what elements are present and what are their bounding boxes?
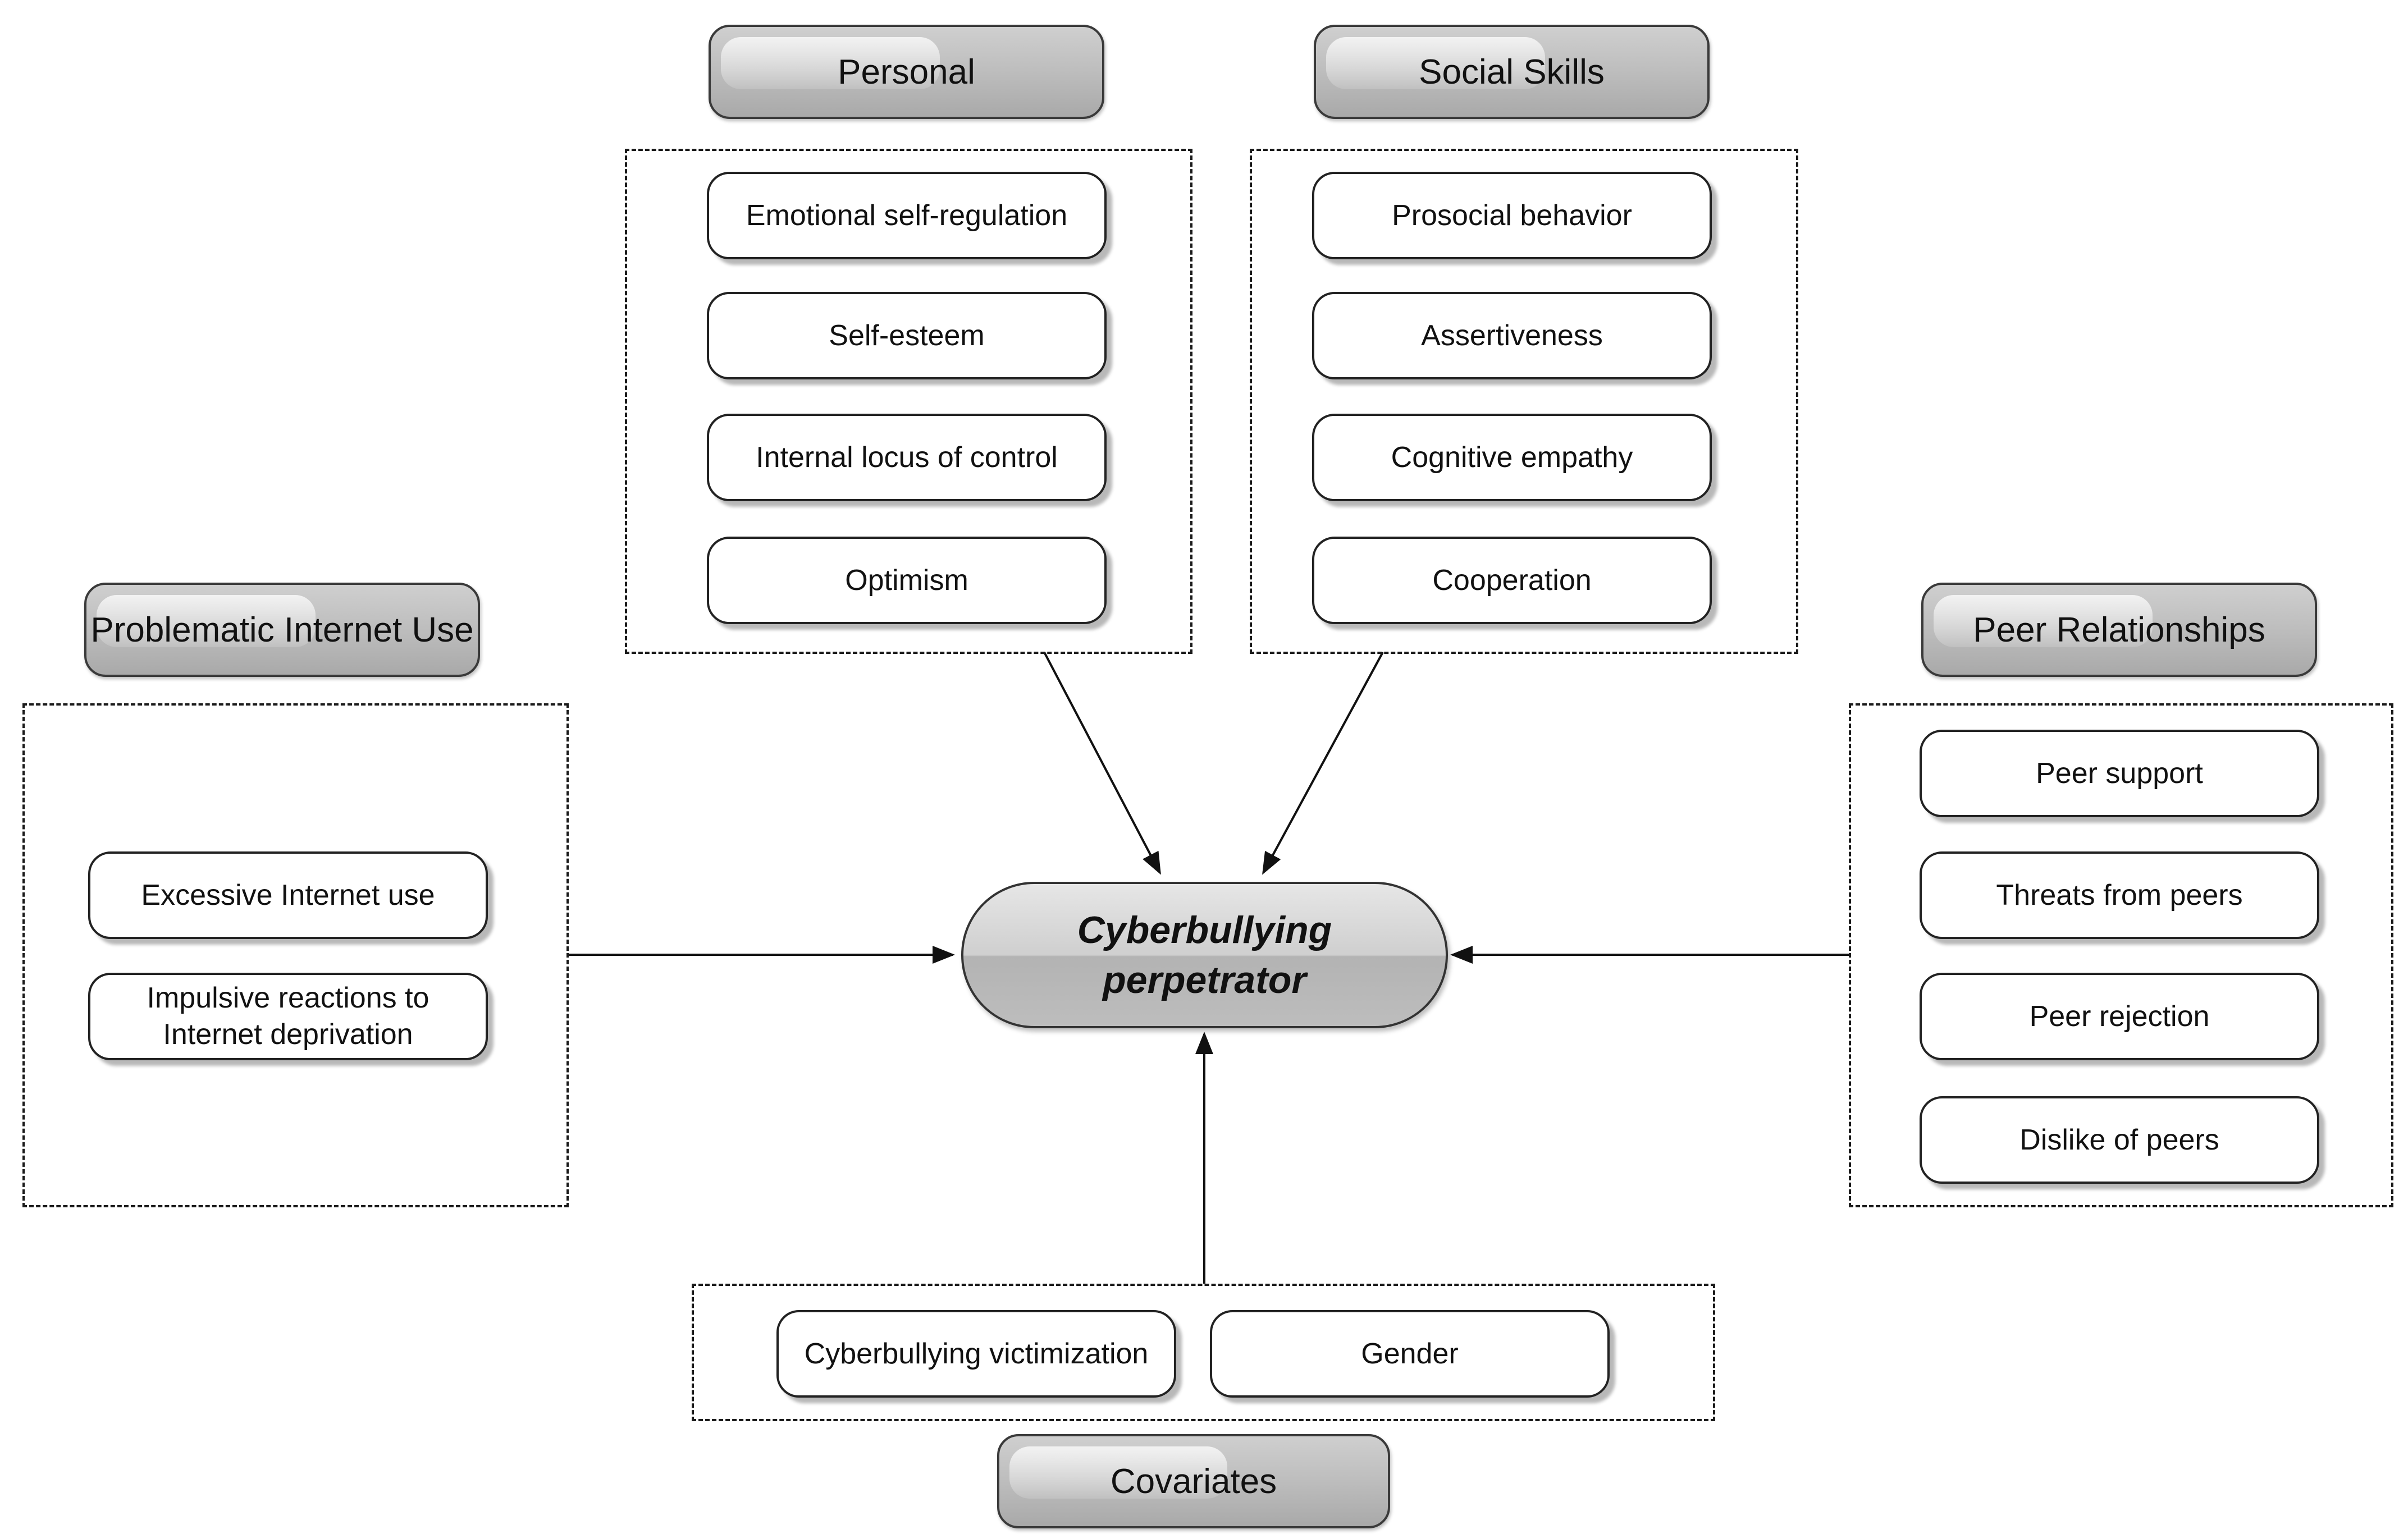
peer-item-peer-rejection: Peer rejection	[1920, 973, 2319, 1060]
social-skills-group-box	[1250, 149, 1798, 654]
personal-item-emotional-self-regulation: Emotional self-regulation	[707, 172, 1107, 259]
social-item-prosocial-behavior: Prosocial behavior	[1312, 172, 1712, 259]
peer-item-dislike-of-peers: Dislike of peers	[1920, 1096, 2319, 1184]
covariate-item-gender: Gender	[1210, 1310, 1610, 1398]
edge-social-skills-to-center	[1262, 652, 1384, 875]
social-item-cognitive-empathy: Cognitive empathy	[1312, 414, 1712, 501]
cyberbullying-perpetrator-node: Cyberbullying perpetrator	[961, 882, 1448, 1028]
edge-personal-to-center	[1043, 652, 1161, 875]
impulsive-reactions-line-1: Impulsive reactions to	[147, 982, 429, 1014]
personal-item-self-esteem: Self-esteem	[707, 292, 1107, 379]
internet-use-header: Problematic Internet Use	[84, 583, 480, 677]
personal-item-internal-locus-of-control: Internal locus of control	[707, 414, 1107, 501]
personal-group-box	[625, 149, 1192, 654]
peer-relationships-group-box	[1849, 703, 2393, 1207]
peer-relationships-title: Peer Relationships	[1973, 610, 2265, 649]
internet-use-group-box	[22, 703, 569, 1207]
peer-item-peer-support: Peer support	[1920, 730, 2319, 817]
social-item-assertiveness: Assertiveness	[1312, 292, 1712, 379]
covariates-group-box	[692, 1284, 1715, 1421]
internet-item-excessive-use: Excessive Internet use	[88, 851, 488, 939]
covariates-title: Covariates	[1110, 1462, 1277, 1501]
covariates-header: Covariates	[997, 1434, 1390, 1528]
social-skills-header: Social Skills	[1314, 25, 1710, 119]
covariate-item-cyberbullying-victimization: Cyberbullying victimization	[776, 1310, 1176, 1398]
peer-item-threats-from-peers: Threats from peers	[1920, 851, 2319, 939]
personal-header: Personal	[709, 25, 1104, 119]
personal-item-optimism: Optimism	[707, 537, 1107, 624]
internet-use-title: Problematic Internet Use	[90, 610, 474, 649]
social-item-cooperation: Cooperation	[1312, 537, 1712, 624]
impulsive-reactions-line-2: Internet deprivation	[163, 1018, 413, 1051]
center-line-1: Cyberbullying	[1077, 909, 1332, 952]
personal-title: Personal	[838, 52, 975, 91]
internet-item-impulsive-reactions: Impulsive reactions to Internet deprivat…	[88, 973, 488, 1060]
center-line-2: perpetrator	[1103, 958, 1306, 1001]
social-skills-title: Social Skills	[1419, 52, 1605, 91]
peer-relationships-header: Peer Relationships	[1921, 583, 2317, 677]
